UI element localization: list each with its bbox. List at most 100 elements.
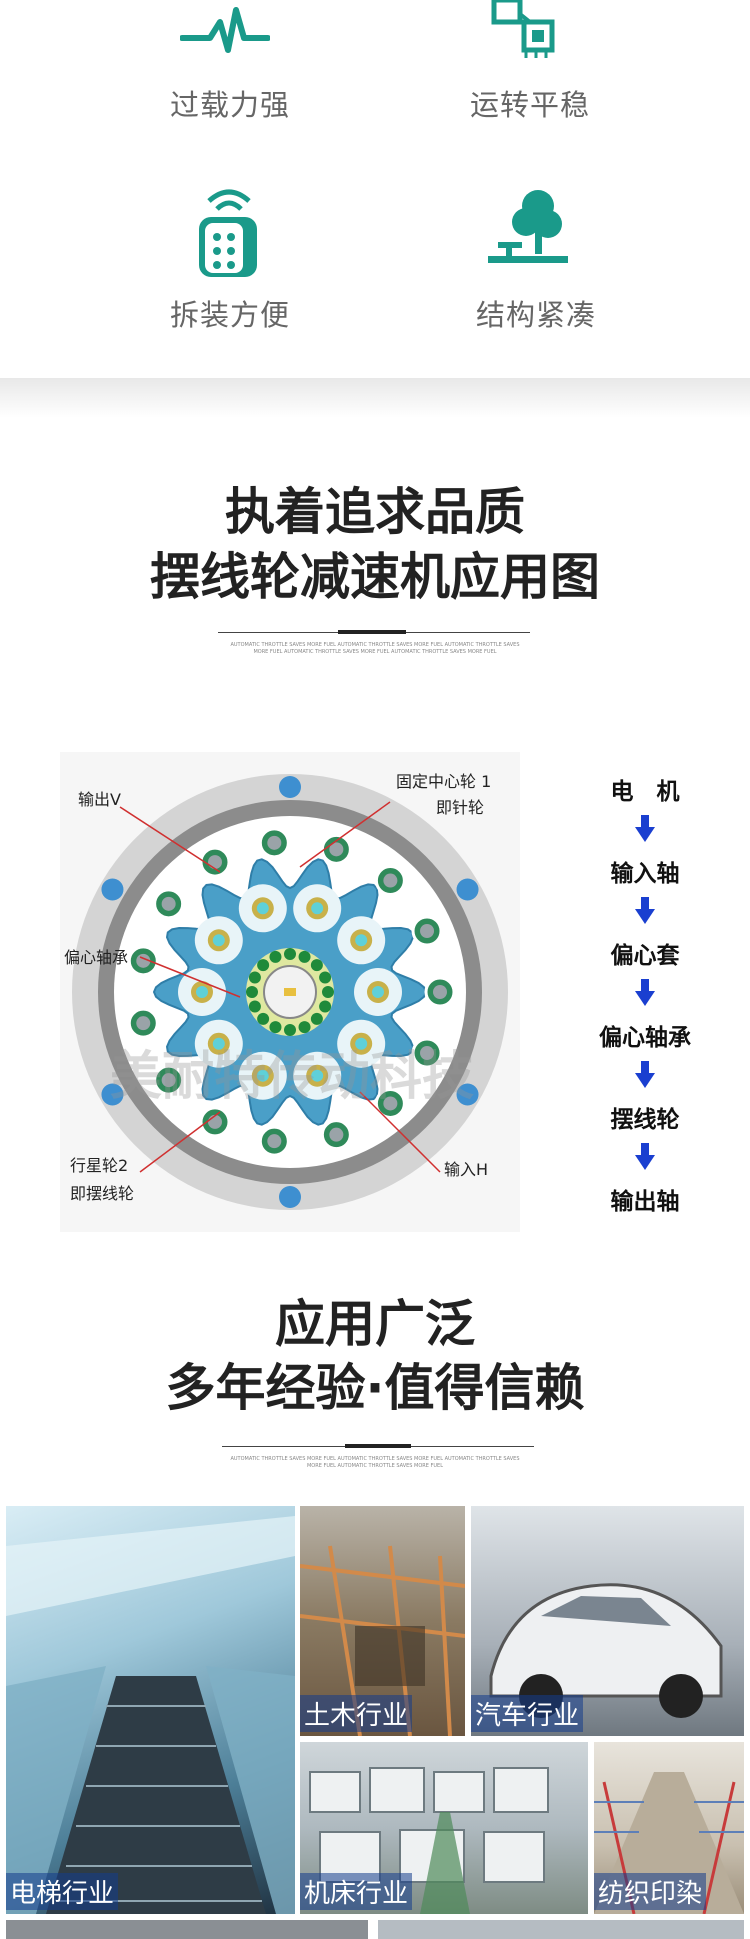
feature-label-1: 过载力强 bbox=[169, 88, 290, 122]
pin-center bbox=[329, 842, 344, 857]
output-pin-core bbox=[196, 986, 208, 998]
chip-icon bbox=[490, 0, 560, 60]
title-rule-accent-2 bbox=[345, 1444, 411, 1448]
industry-label-civil: 土木行业 bbox=[300, 1695, 413, 1732]
output-pin-core bbox=[256, 1069, 269, 1082]
bolt-hole bbox=[101, 1083, 124, 1106]
bolt-hole bbox=[279, 1186, 301, 1208]
label-pin-wheel: 即针轮 bbox=[436, 798, 485, 817]
feature-grid: 过载力强 运转平稳 拆装方便 bbox=[0, 0, 750, 378]
pin-center bbox=[420, 1046, 435, 1061]
pin-center bbox=[433, 985, 447, 999]
watermark: 美耐特传动科技 bbox=[110, 1047, 475, 1107]
leader-line bbox=[119, 806, 221, 873]
label-fixed-center: 固定中心轮 1 bbox=[396, 772, 492, 791]
output-pin-core bbox=[355, 934, 368, 947]
photo-textile: 纺织印染 bbox=[594, 1742, 744, 1914]
industry-label-machine-tool: 机床行业 bbox=[300, 1873, 413, 1910]
pin-center bbox=[136, 953, 151, 968]
feature-label-3: 拆装方便 bbox=[169, 298, 290, 332]
pin-center bbox=[329, 1127, 344, 1142]
pin-center bbox=[420, 923, 435, 938]
output-pin-core bbox=[212, 1037, 225, 1050]
section2-title-line2: 多年经验·值得信赖 bbox=[165, 1359, 585, 1417]
bearing-ball bbox=[298, 1021, 311, 1034]
bearing-ball bbox=[248, 1000, 261, 1013]
pin-center bbox=[383, 1096, 398, 1111]
leader-line bbox=[139, 1111, 221, 1173]
bearing-ball bbox=[322, 986, 334, 998]
output-pin-core bbox=[311, 902, 324, 915]
pin-center bbox=[208, 855, 222, 870]
photo-machine-tool: 机床行业 bbox=[300, 1742, 588, 1914]
pin-center bbox=[208, 1114, 222, 1129]
bearing-ball bbox=[269, 950, 282, 963]
flow-step-6: 输出轴 bbox=[610, 1189, 680, 1215]
bearing-ball bbox=[298, 950, 311, 963]
bearing-ball bbox=[269, 1021, 282, 1034]
remote-icon bbox=[193, 185, 265, 280]
bearing-ball bbox=[310, 1012, 323, 1025]
pin-center bbox=[136, 1016, 151, 1031]
section2-title-line1: 应用广泛 bbox=[275, 1295, 475, 1353]
tree-icon bbox=[486, 188, 570, 268]
output-pin-core bbox=[212, 934, 225, 947]
label-input: 输入H bbox=[444, 1160, 489, 1179]
pin-center bbox=[161, 1073, 176, 1088]
arrow-down-icon bbox=[635, 1143, 655, 1170]
leader-line bbox=[139, 956, 241, 998]
pin-center bbox=[161, 896, 176, 911]
section1-title-line1: 执着追求品质 bbox=[225, 483, 525, 541]
photo-civil: 土木行业 bbox=[300, 1506, 465, 1736]
bearing-ball bbox=[246, 986, 258, 998]
cycloid-diagram: 输出V 固定中心轮 1 即针轮 偏心轴承 行星轮2 即摆线轮 输入H 美耐特传动… bbox=[60, 752, 520, 1232]
arrow-down-icon bbox=[635, 897, 655, 924]
bolt-hole bbox=[456, 878, 479, 901]
label-output: 输出V bbox=[78, 790, 121, 809]
tiny-caption: AUTOMATIC THROTTLE SAVES MORE FUEL AUTOM… bbox=[230, 642, 520, 655]
bearing-ball bbox=[284, 948, 296, 960]
tiny-caption-2: AUTOMATIC THROTTLE SAVES MORE FUEL AUTOM… bbox=[230, 1456, 520, 1469]
flow-step-3: 偏心套 bbox=[610, 943, 680, 969]
arrow-down-icon bbox=[635, 1061, 655, 1088]
arrow-down-icon bbox=[635, 979, 655, 1006]
arrow-down-icon bbox=[635, 815, 655, 842]
title-rule-accent bbox=[338, 630, 406, 634]
photo-bottom-left bbox=[6, 1920, 368, 1939]
flow-step-5: 摆线轮 bbox=[610, 1107, 680, 1133]
heartbeat-icon bbox=[179, 0, 271, 60]
bolt-hole bbox=[279, 776, 301, 798]
output-pin-core bbox=[372, 986, 384, 998]
section-divider bbox=[0, 378, 750, 418]
label-planet-wheel: 行星轮2 bbox=[70, 1156, 129, 1175]
pin-center bbox=[267, 1134, 282, 1149]
flow-step-1: 电 机 bbox=[610, 779, 680, 805]
pin-center bbox=[267, 835, 282, 850]
bearing-ball bbox=[319, 971, 332, 984]
photo-elevator: 电梯行业 bbox=[6, 1506, 295, 1914]
photo-bottom-right bbox=[378, 1920, 744, 1939]
feature-label-2: 运转平稳 bbox=[469, 88, 590, 122]
bearing-ball bbox=[248, 971, 261, 984]
flow-step-4: 偏心轴承 bbox=[599, 1025, 691, 1051]
photo-auto: 汽车行业 bbox=[471, 1506, 744, 1736]
industry-label-auto: 汽车行业 bbox=[471, 1695, 584, 1732]
industry-label-elevator: 电梯行业 bbox=[6, 1873, 119, 1910]
bearing-ball bbox=[284, 1024, 296, 1036]
industry-label-textile: 纺织印染 bbox=[594, 1873, 707, 1910]
output-pin-core bbox=[311, 1069, 324, 1082]
shaft-key bbox=[284, 988, 296, 996]
bearing-ball bbox=[310, 959, 323, 972]
pin-center bbox=[383, 873, 398, 888]
label-cycloid-wheel: 即摆线轮 bbox=[70, 1184, 135, 1203]
flow-step-2: 输入轴 bbox=[610, 861, 680, 887]
feature-label-4: 结构紧凑 bbox=[475, 298, 596, 332]
output-pin-core bbox=[256, 902, 269, 915]
label-eccentric-bearing: 偏心轴承 bbox=[64, 948, 129, 967]
section1-title-line2: 摆线轮减速机应用图 bbox=[150, 548, 600, 606]
output-pin-core bbox=[355, 1037, 368, 1050]
bolt-hole bbox=[456, 1083, 479, 1106]
bolt-hole bbox=[101, 878, 124, 901]
leader-line bbox=[359, 1091, 441, 1173]
bearing-ball bbox=[257, 1012, 270, 1025]
